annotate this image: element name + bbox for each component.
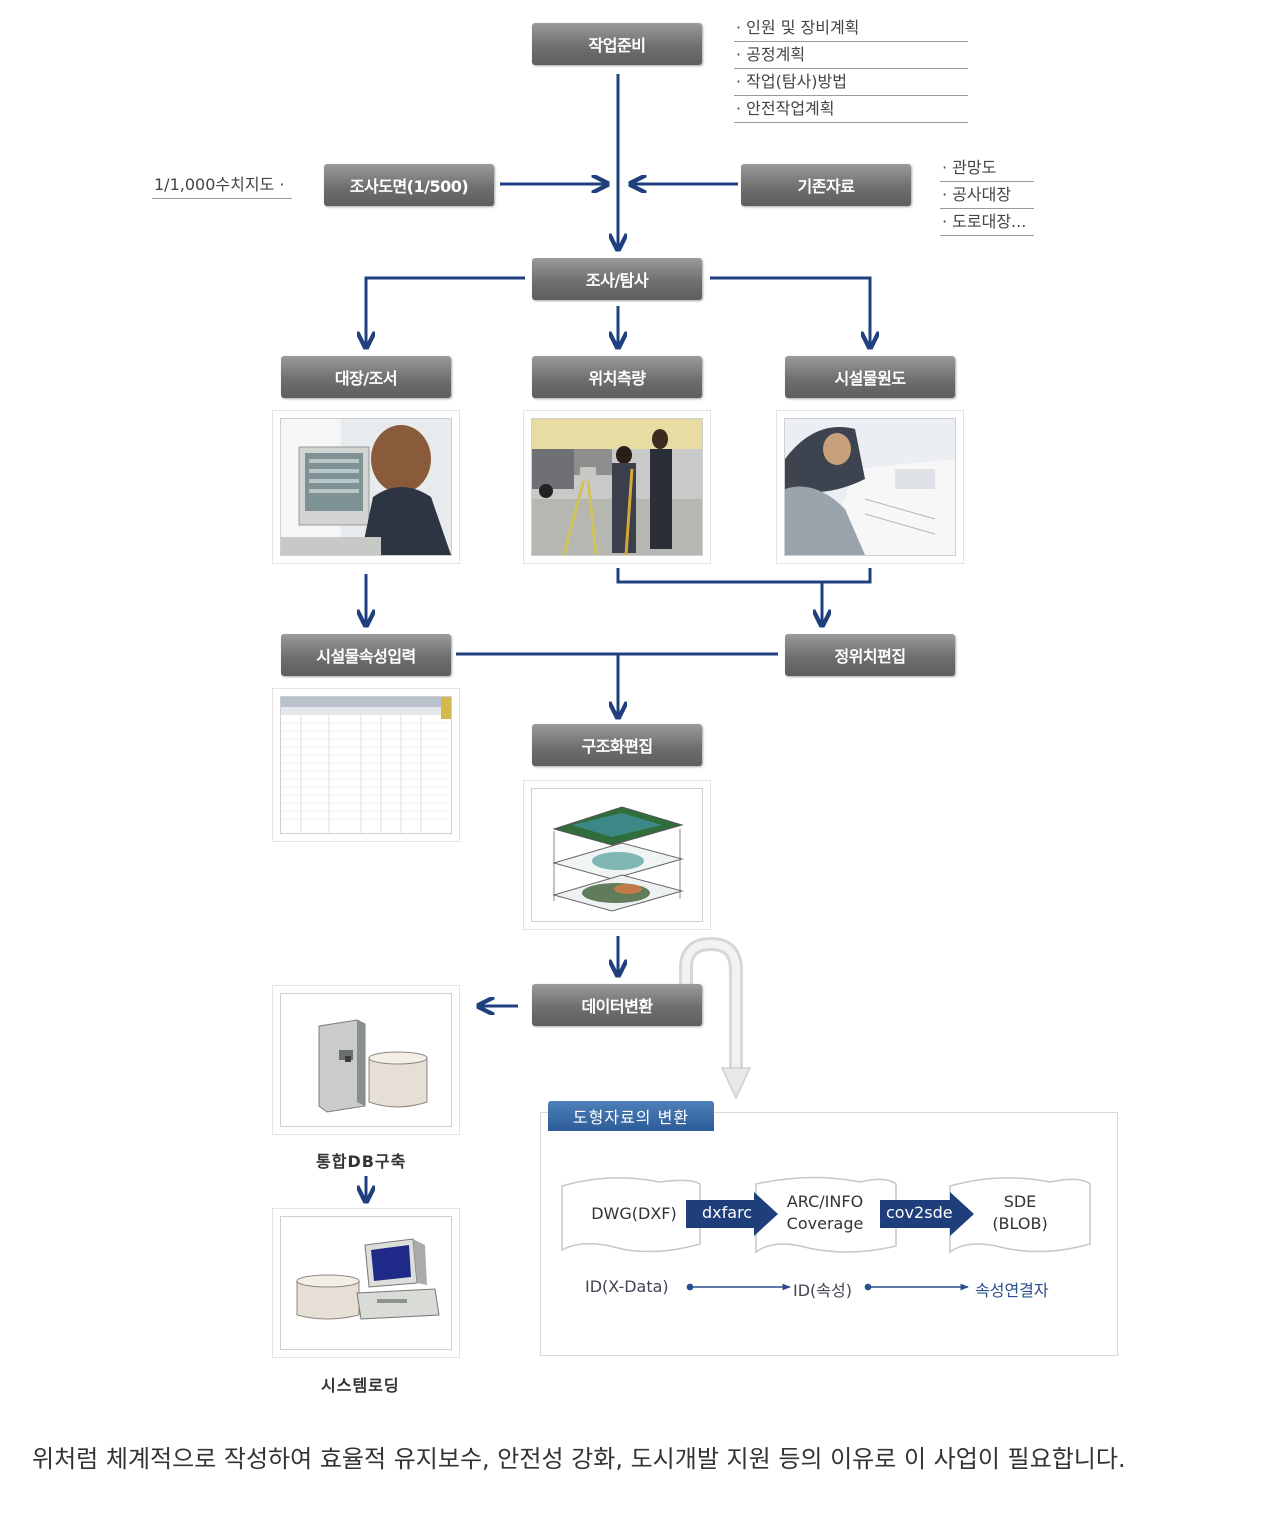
doc-arcinfo-label: ARC/INFO Coverage <box>770 1191 880 1235</box>
id-xdata-label: ID(X-Data) <box>585 1277 669 1296</box>
dxfarc-arrow-shape <box>686 1192 778 1236</box>
doc-dwg-label: DWG(DXF) <box>591 1204 677 1223</box>
cov2sde-arrow-shape <box>880 1192 974 1236</box>
photo-position-survey <box>523 410 711 564</box>
photo-original-map <box>776 410 964 564</box>
existing-note-2: · 공사대장 <box>940 185 1034 209</box>
node-struct-edit: 구조화편집 <box>532 724 702 766</box>
doc-arcinfo-line2: Coverage <box>786 1214 864 1233</box>
node-survey-map: 조사도면(1/500) <box>324 164 494 206</box>
node-position-survey: 위치측량 <box>532 356 702 398</box>
photo-ledger-computer <box>272 410 460 564</box>
existing-note-1: · 관망도 <box>940 158 1034 182</box>
conversion-panel-title: 도형자료의 변환 <box>548 1101 714 1131</box>
node-investigate: 조사/탐사 <box>532 258 702 300</box>
photo-system-pc <box>272 1208 460 1358</box>
existing-note-3: · 도로대장... <box>940 212 1034 236</box>
doc-shapes <box>561 1176 1091 1254</box>
node-ledger: 대장/조서 <box>281 356 451 398</box>
photo-server-db <box>272 985 460 1135</box>
doc-sde-label: SDE (BLOB) <box>980 1191 1060 1235</box>
node-data-convert: 데이터변환 <box>532 984 702 1026</box>
photo-attribute-table <box>272 688 460 842</box>
attribute-connector-label: 속성연결자 <box>975 1281 1049 1300</box>
arrow-to-ledger <box>366 276 525 346</box>
id-attribute-label: ID(속성) <box>793 1281 852 1300</box>
prep-note-4: · 안전작업계획 <box>734 99 968 123</box>
left-note: 1/1,000수치지도 · <box>152 175 292 199</box>
doc-sde-line1: SDE <box>1003 1192 1037 1211</box>
doc-arcinfo-line1: ARC/INFO <box>786 1192 864 1211</box>
arrow-to-original <box>710 276 870 346</box>
photo-layer-structure <box>523 780 711 930</box>
doc-sde-line2: (BLOB) <box>992 1214 1048 1233</box>
caption-db-build: 통합DB구축 <box>316 1152 407 1171</box>
node-existing-data: 기존자료 <box>741 164 911 206</box>
merge-photos <box>616 568 872 584</box>
prep-note-1: · 인원 및 장비계획 <box>734 18 968 42</box>
node-prep: 작업준비 <box>532 23 702 65</box>
dxfarc-label: dxfarc <box>702 1203 753 1222</box>
prep-note-3: · 작업(탐사)방법 <box>734 72 968 96</box>
node-attr-input: 시설물속성입력 <box>281 634 451 676</box>
footer-description: 위처럼 체계적으로 작성하여 효율적 유지보수, 안전성 강화, 도시개발 지원… <box>32 1445 1126 1473</box>
prep-note-2: · 공정계획 <box>734 45 968 69</box>
caption-system-load: 시스템로딩 <box>321 1376 400 1395</box>
node-position-edit: 정위치편집 <box>785 634 955 676</box>
cov2sde-label: cov2sde <box>886 1203 953 1222</box>
node-original-map: 시설물원도 <box>785 356 955 398</box>
